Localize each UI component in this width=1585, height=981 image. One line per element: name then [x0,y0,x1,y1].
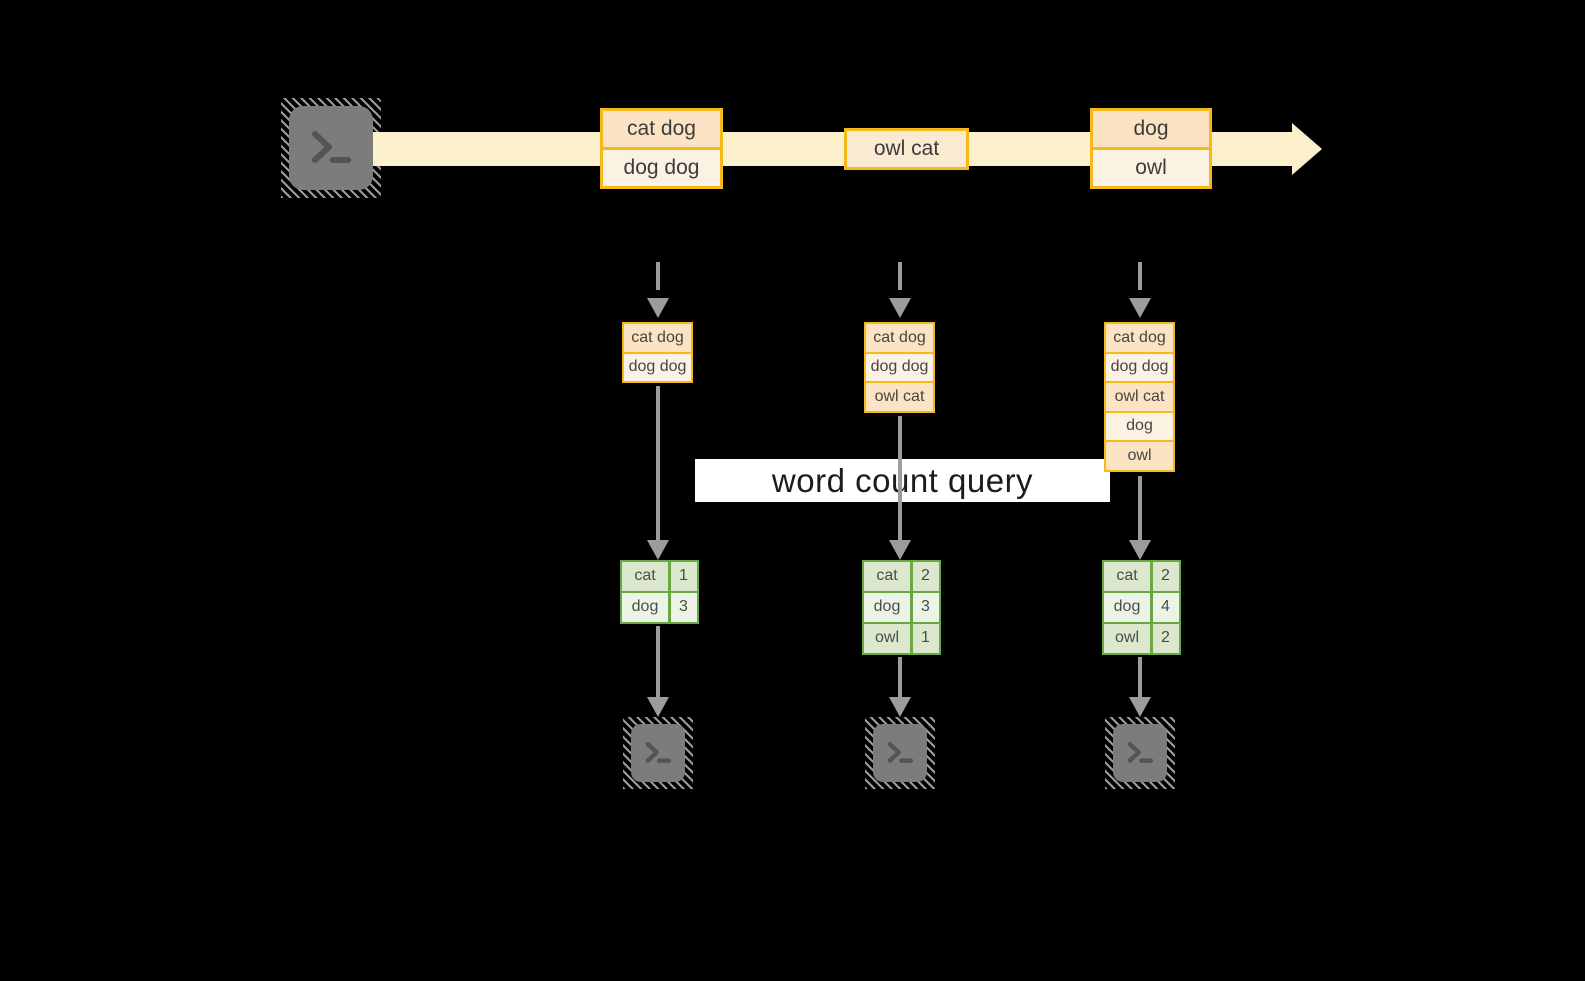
down-arrowhead-icon [1129,540,1151,560]
count-cell: 1 [670,562,697,591]
word-cell: cat [1104,562,1150,591]
word-count-table-1: cat 1 dog 3 [620,560,699,624]
sink-terminal-1 [623,717,693,789]
state-buffer-2: cat dog dog dog owl cat [864,322,935,413]
query-label: word count query [771,461,1034,499]
state-buffer-1: cat dog dog dog [622,322,693,383]
count-cell: 2 [1152,562,1179,591]
down-arrowhead-icon [1129,697,1151,717]
batch-cell: dog [1093,111,1209,147]
down-arrowhead-icon [647,697,669,717]
count-cell: 3 [670,593,697,622]
batch-cell: owl [1093,147,1209,186]
source-terminal-body [289,106,373,190]
down-arrowhead-icon [889,697,911,717]
buffer-cell: dog dog [624,351,691,381]
dashed-arrow-segment [897,262,903,290]
terminal-prompt-icon [1127,741,1154,763]
word-count-table-2: cat 2 dog 3 owl 1 [862,560,941,655]
word-cell: dog [864,593,910,622]
arrow-line [1137,657,1143,698]
buffer-cell: owl [1106,440,1173,470]
stream-batch-1: cat dog dog dog [600,108,723,189]
arrow-line [1137,476,1143,541]
count-cell: 2 [912,562,939,591]
terminal-prompt-icon [887,741,914,763]
source-terminal [281,98,381,198]
buffer-cell: owl cat [866,381,933,411]
stream-arrowhead-icon [1292,123,1322,175]
buffer-cell: cat dog [1106,324,1173,352]
down-arrowhead-icon [1129,298,1151,318]
buffer-cell: dog [1106,410,1173,440]
count-cell: 1 [912,624,939,653]
buffer-cell: dog dog [866,351,933,381]
word-cell: dog [1104,593,1150,622]
count-cell: 2 [1152,624,1179,653]
dashed-arrow-segment [1137,262,1143,290]
word-cell: dog [622,593,668,622]
buffer-cell: cat dog [866,324,933,352]
batch-cell: cat dog [603,111,720,147]
sink-terminal-3 [1105,717,1175,789]
down-arrowhead-icon [647,298,669,318]
buffer-cell: dog dog [1106,351,1173,381]
word-cell: cat [622,562,668,591]
batch-cell: dog dog [603,147,720,186]
stream-batch-3: dog owl [1090,108,1212,189]
down-arrowhead-icon [889,298,911,318]
arrow-line [897,657,903,698]
sink-terminal-body [631,724,685,782]
sink-terminal-2 [865,717,935,789]
word-cell: owl [864,624,910,653]
stream-batch-2: owl cat [844,128,969,170]
word-cell: cat [864,562,910,591]
terminal-prompt-icon [312,131,351,163]
sink-terminal-body [1113,724,1167,782]
arrow-line [655,386,661,541]
down-arrowhead-icon [889,540,911,560]
buffer-cell: owl cat [1106,381,1173,411]
dashed-arrow-segment [655,262,661,290]
word-cell: owl [1104,624,1150,653]
sink-terminal-body [873,724,927,782]
state-buffer-3: cat dog dog dog owl cat dog owl [1104,322,1175,472]
query-label-box: word count query [695,459,1110,502]
down-arrowhead-icon [647,540,669,560]
terminal-prompt-icon [645,741,672,763]
batch-cell: owl cat [847,131,966,167]
arrow-line [897,416,903,541]
buffer-cell: cat dog [624,324,691,352]
word-count-table-3: cat 2 dog 4 owl 2 [1102,560,1181,655]
count-cell: 3 [912,593,939,622]
arrow-line [655,626,661,698]
count-cell: 4 [1152,593,1179,622]
